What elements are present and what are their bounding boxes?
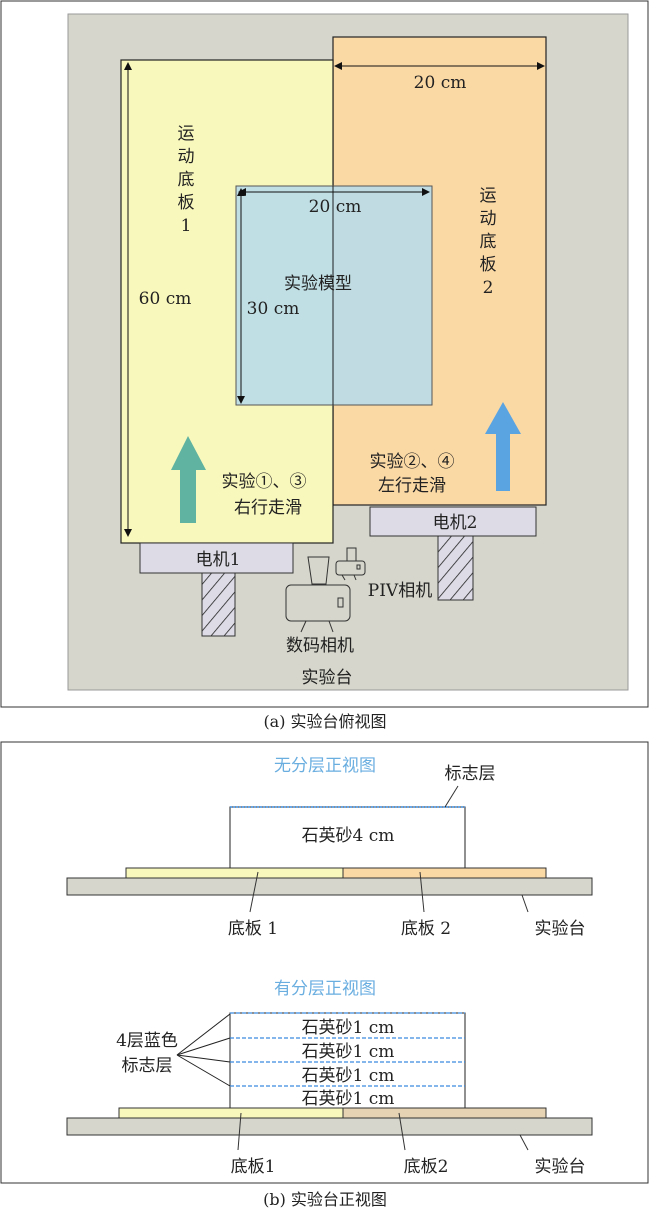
layered-board-2 [342, 1107, 547, 1119]
sand-layer-label: 石英砂1 cm [302, 1089, 395, 1109]
left-slip-arrow-icon [485, 402, 521, 491]
front-board-2-label: 底板 2 [401, 919, 451, 939]
panel-b-front-view: 无分层正视图 标志层 石英砂4 cm 底板 1 底板 2 实验台 有分层正视图 … [0, 741, 649, 1184]
dim-model-width-label: 20 cm [309, 197, 362, 217]
dim-board-width-label: 20 cm [414, 73, 467, 93]
board-2-char: 运 [480, 186, 497, 206]
stage-label: 实验台 [302, 668, 353, 688]
board-2-char: 2 [483, 278, 494, 298]
front-board-1 [125, 867, 344, 879]
front-stage [66, 877, 593, 896]
piv-camera-label: PIV相机 [368, 581, 432, 601]
quartz-sand-label: 石英砂4 cm [302, 826, 395, 846]
marker-layer-label: 标志层 [445, 764, 496, 784]
board-1-char: 1 [181, 216, 192, 236]
panel-a-top-view: 20 cm 60 cm 20 cm 30 cm 运 动 底 板 1 运 动 底 … [0, 0, 649, 708]
digital-camera-icon [285, 556, 351, 633]
dim-board-length-label: 60 cm [139, 289, 192, 309]
sand-layer-label: 石英砂1 cm [302, 1042, 395, 1062]
layered-board-1-label: 底板1 [231, 1157, 276, 1177]
layered-sand-block [229, 1012, 466, 1109]
dim-model-length-label: 30 cm [247, 299, 300, 319]
exp13-direction: 右行走滑 [234, 498, 302, 518]
blue-marker-label: 4层蓝色 [116, 1031, 178, 1051]
leader-lines [249, 871, 529, 913]
board-1-char: 动 [178, 147, 195, 167]
marker-leader-line [444, 785, 459, 808]
exp24-label: 实验②、④ [370, 452, 455, 472]
marker-layer-lines [230, 1012, 465, 1087]
layered-stage [66, 1117, 593, 1136]
motor-1-pillar [201, 572, 236, 637]
piv-camera-icon [335, 547, 366, 581]
exp13-label: 实验①、③ [222, 472, 307, 492]
motor-2-label: 电机2 [433, 513, 478, 533]
board-1-label: 运 动 底 板 1 [178, 124, 195, 236]
board-2-char: 动 [480, 209, 497, 229]
blue-marker-label-2: 标志层 [122, 1056, 173, 1076]
motor-2-pillar [437, 535, 474, 601]
front-board-1-label: 底板 1 [228, 919, 278, 939]
exp24-direction: 左行走滑 [378, 476, 446, 496]
board-2-char: 板 [480, 255, 497, 275]
front-board-2 [342, 867, 547, 879]
motor-1-label: 电机1 [196, 550, 241, 570]
layered-stage-label: 实验台 [535, 1157, 586, 1177]
board-2-label: 运 动 底 板 2 [480, 186, 497, 298]
board-1-char: 底 [178, 170, 195, 190]
model-label: 实验模型 [284, 274, 352, 294]
sand-layer-label: 石英砂1 cm [302, 1018, 395, 1038]
layered-board-2-label: 底板2 [404, 1157, 449, 1177]
digital-camera-label: 数码相机 [286, 636, 354, 656]
layered-board-1 [118, 1107, 344, 1119]
panel-a-caption: (a) 实验台俯视图 [263, 712, 386, 731]
panel-b-caption: (b) 实验台正视图 [263, 1190, 387, 1209]
leader-lines-2 [237, 1112, 529, 1151]
board-2-char: 底 [480, 232, 497, 252]
board-1-char: 运 [178, 124, 195, 144]
no-layer-title: 无分层正视图 [274, 756, 376, 776]
motor-1 [139, 542, 294, 574]
board-1-char: 板 [178, 193, 195, 213]
marker-leader-lines [176, 1013, 231, 1087]
front-stage-label: 实验台 [535, 919, 586, 939]
layered-title: 有分层正视图 [274, 979, 376, 999]
right-slip-arrow-icon [171, 436, 206, 523]
sand-layer-label: 石英砂1 cm [302, 1066, 395, 1086]
experiment-model [235, 185, 433, 406]
